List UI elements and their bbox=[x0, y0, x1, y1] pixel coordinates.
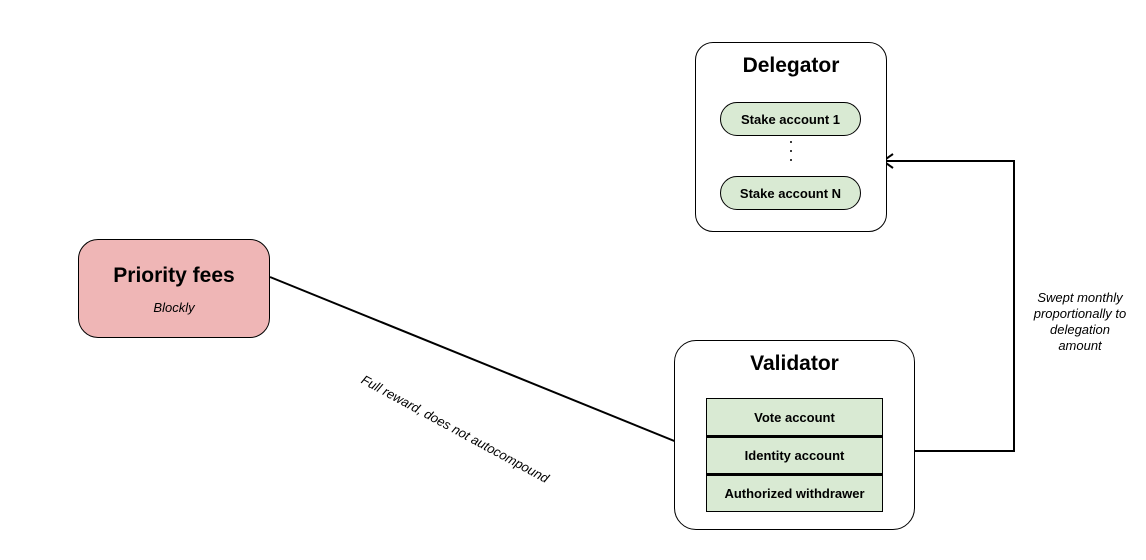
priority-fees-title: Priority fees bbox=[113, 264, 235, 287]
validator-to-delegator-arrow bbox=[883, 160, 1015, 452]
delegator-node: Delegator Stake account 1 Stake account … bbox=[695, 42, 887, 232]
identity-account: Identity account bbox=[706, 436, 883, 474]
validator-node: Validator Vote account Identity account … bbox=[674, 340, 915, 530]
vote-account: Vote account bbox=[706, 398, 883, 436]
delegator-title: Delegator bbox=[742, 54, 840, 77]
fees-to-validator-arrow bbox=[269, 276, 705, 454]
stake-account-1: Stake account 1 bbox=[720, 102, 861, 136]
priority-fees-subtitle: Blockly bbox=[153, 300, 195, 315]
stake-account-n: Stake account N bbox=[720, 176, 861, 210]
ellipsis-dots bbox=[790, 141, 792, 167]
validator-title: Validator bbox=[750, 352, 839, 375]
validator-accounts: Vote account Identity account Authorized… bbox=[706, 398, 883, 512]
swept-monthly-label: Swept monthly proportionally to delegati… bbox=[1033, 290, 1127, 353]
authorized-withdrawer: Authorized withdrawer bbox=[706, 474, 883, 512]
priority-fees-node: Priority fees Blockly bbox=[78, 239, 270, 338]
